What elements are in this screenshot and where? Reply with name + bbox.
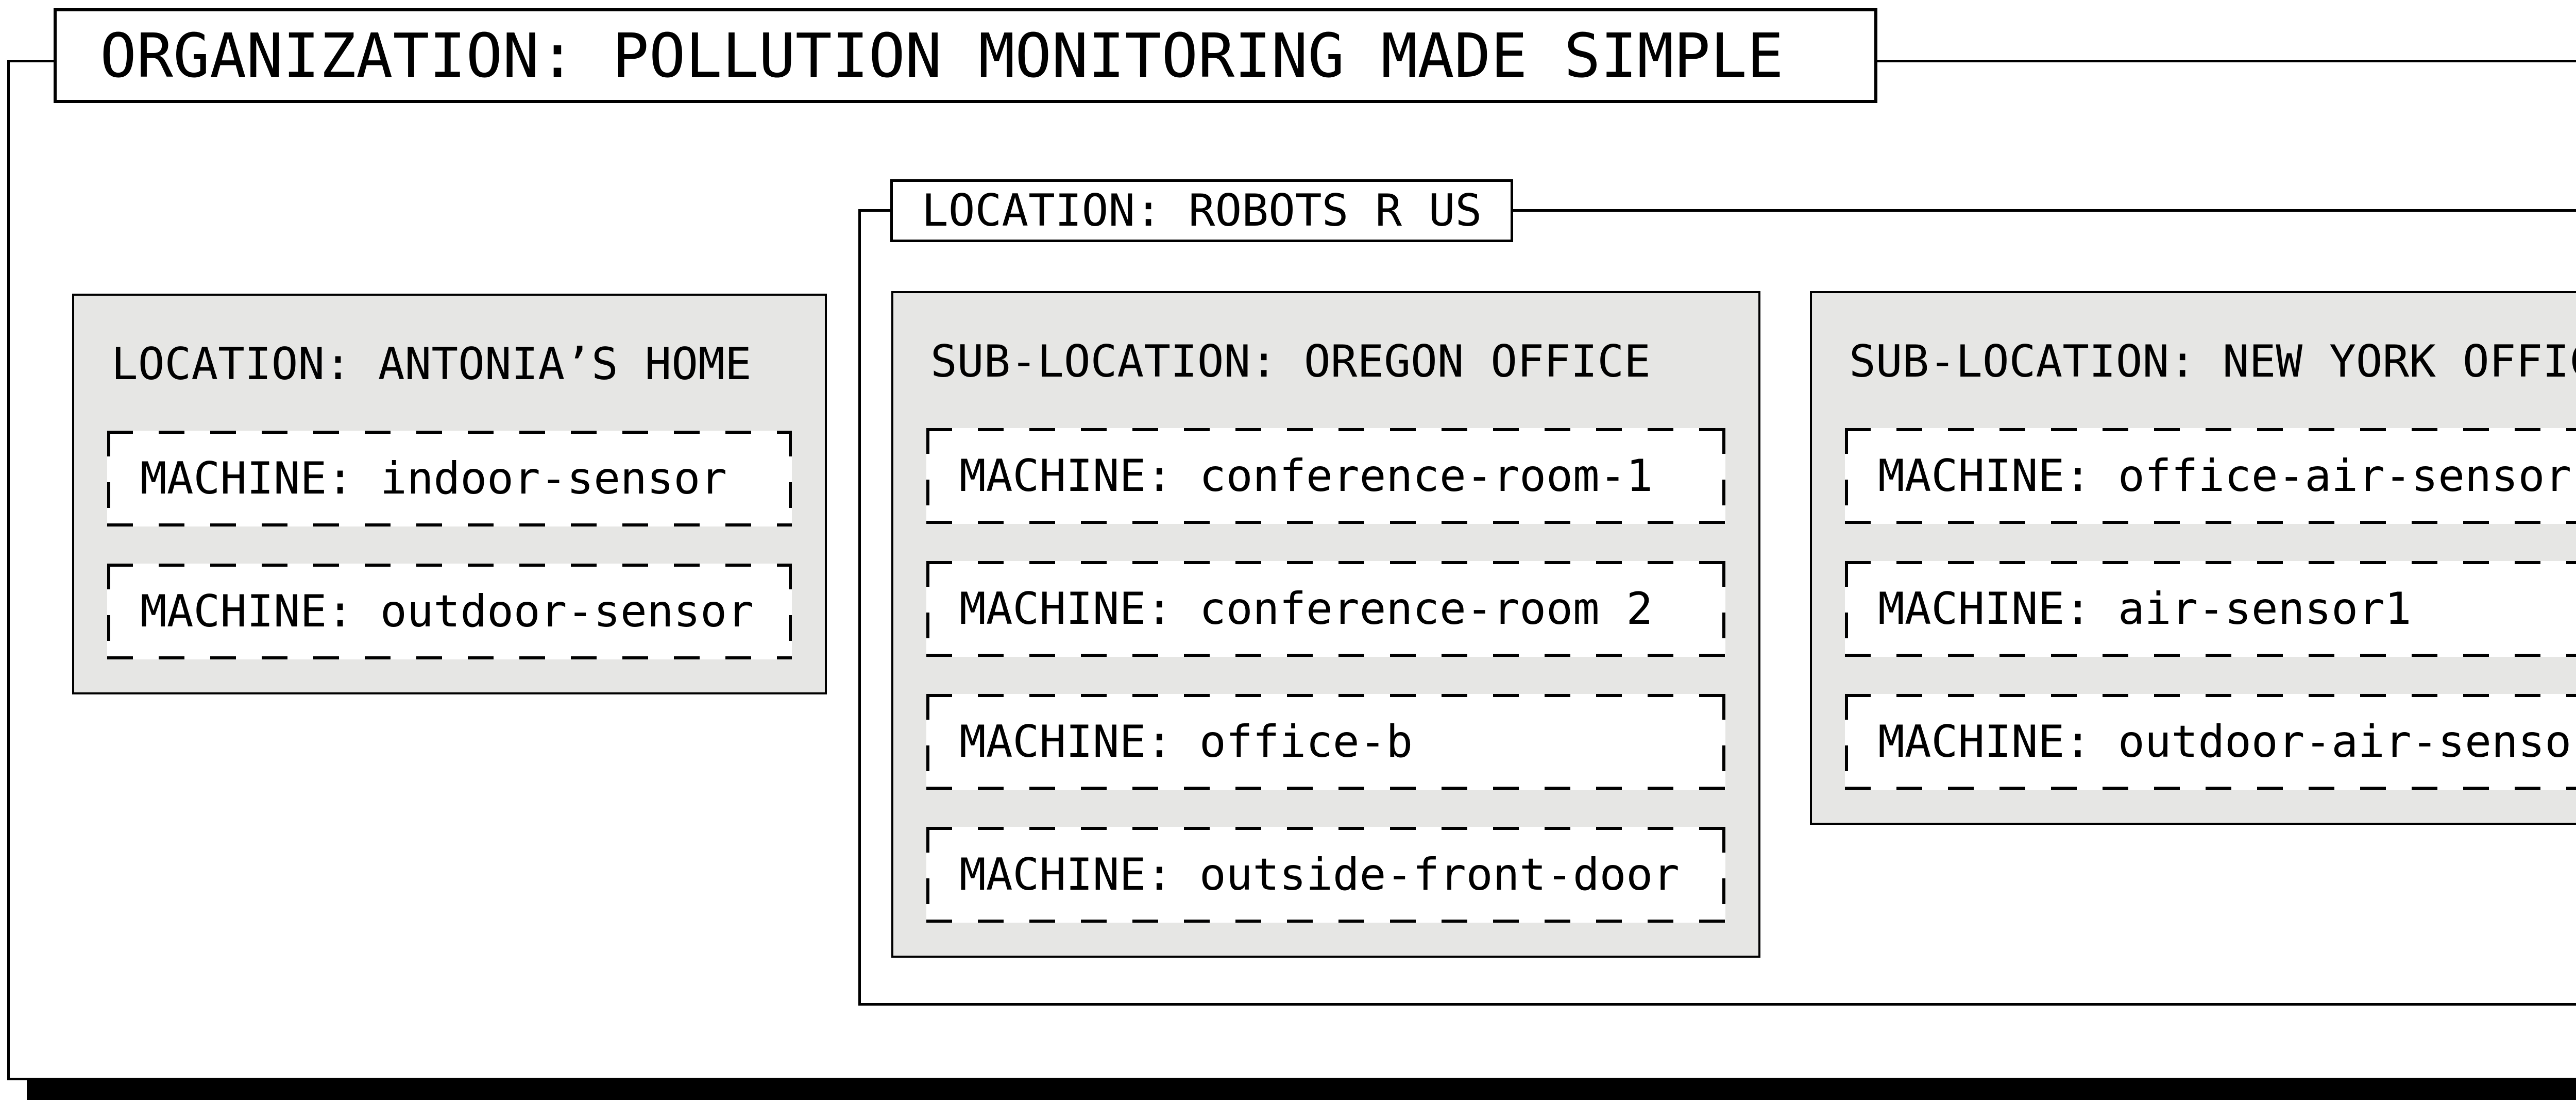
location-robots-r-us-label-box: LOCATION: ROBOTS R US [890,179,1514,242]
sublocation-oregon-office-label: SUB-LOCATION: OREGON OFFICE [930,336,1651,387]
machine-box-conference-room-1: MACHINE: conference-room-1 [926,428,1725,524]
machine-label: MACHINE: indoor-sensor [140,453,727,504]
machine-box-office-air-sensor: MACHINE: office-air-sensor [1845,428,2576,524]
machine-box-office-b: MACHINE: office-b [926,694,1725,790]
location-robots-r-us-label: LOCATION: ROBOTS R US [922,185,1482,236]
machine-box-outdoor-air-sensor: MACHINE: outdoor-air-sensor [1845,694,2576,790]
machine-label: MACHINE: air-sensor1 [1878,583,2412,635]
machine-label: MACHINE: outdoor-air-sensor [1878,716,2576,768]
location-antonias-home-box: LOCATION: ANTONIA’S HOME MACHINE: indoor… [72,294,827,694]
machine-box-conference-room-2: MACHINE: conference-room 2 [926,561,1725,657]
organization-title-box: ORGANIZATION: POLLUTION MONITORING MADE … [54,8,1877,103]
machine-label: MACHINE: office-air-sensor [1878,450,2572,502]
machine-box-outside-front-door: MACHINE: outside-front-door [926,827,1725,923]
machine-label: MACHINE: office-b [959,716,1413,768]
machine-stack-oregon-office: MACHINE: conference-room-1 MACHINE: conf… [926,428,1725,923]
machine-box-air-sensor1: MACHINE: air-sensor1 [1845,561,2576,657]
machine-label: MACHINE: outdoor-sensor [140,586,754,637]
sublocation-oregon-office-box: SUB-LOCATION: OREGON OFFICE MACHINE: con… [891,291,1760,958]
machine-box-outdoor-sensor: MACHINE: outdoor-sensor [107,564,792,659]
sublocation-new-york-office-label: SUB-LOCATION: NEW YORK OFFICE [1849,336,2576,387]
machine-box-indoor-sensor: MACHINE: indoor-sensor [107,431,792,526]
machine-stack-new-york-office: MACHINE: office-air-sensor MACHINE: air-… [1845,428,2576,790]
machine-label: MACHINE: outside-front-door [959,849,1680,901]
organization-title: ORGANIZATION: POLLUTION MONITORING MADE … [100,20,1784,91]
sublocation-new-york-office-box: SUB-LOCATION: NEW YORK OFFICE MACHINE: o… [1810,291,2576,825]
location-antonias-home-label: LOCATION: ANTONIA’S HOME [111,338,752,390]
machine-label: MACHINE: conference-room-1 [959,450,1653,502]
machine-label: MACHINE: conference-room 2 [959,583,1653,635]
machine-stack-antonias-home: MACHINE: indoor-sensor MACHINE: outdoor-… [107,431,792,659]
